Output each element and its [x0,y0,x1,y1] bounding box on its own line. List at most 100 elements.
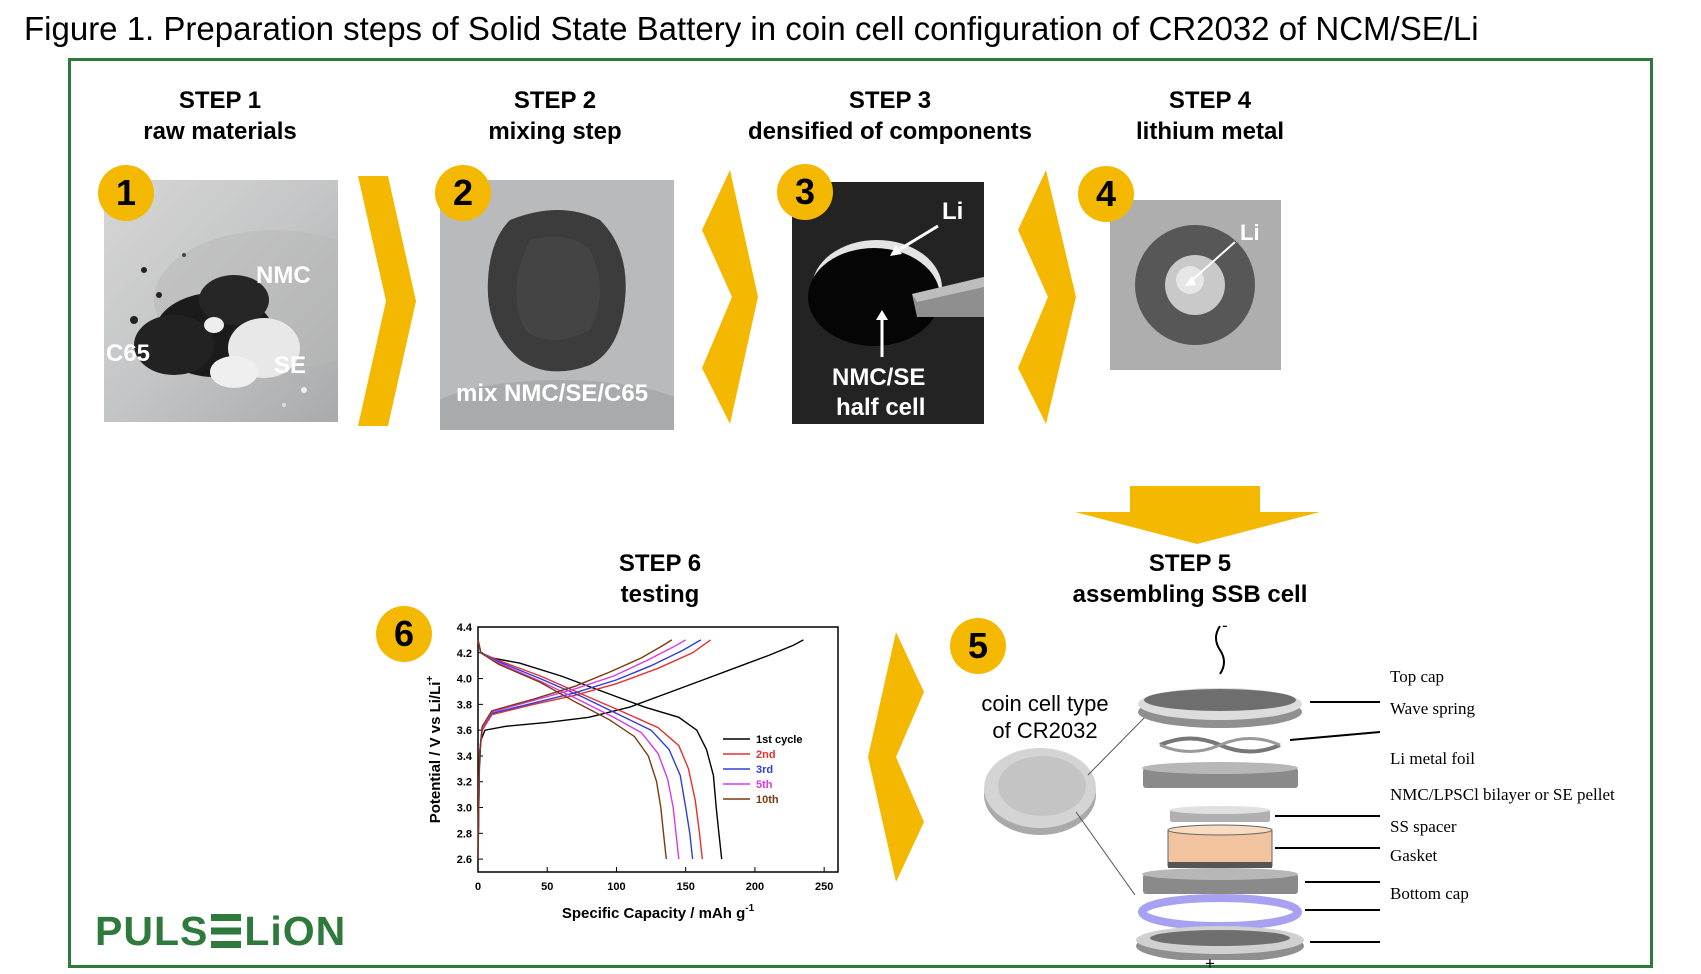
step-5-label: STEP 5 assembling SSB cell [1030,548,1350,610]
y-tick-label: 3.4 [457,751,473,763]
series-line-discharge [477,639,694,860]
series-line-charge [477,639,673,860]
half-cell-photo: Li NMC/SE half cell [792,182,984,424]
mixing-illustration [440,180,674,430]
y-tick-label: 4.2 [457,648,472,660]
y-tick-label: 3.6 [457,725,472,737]
arrow-down-icon [1075,486,1320,544]
logo-right: LiON [244,908,347,954]
step-4-badge: 4 [1078,166,1134,222]
arrow-right-icon [1018,170,1076,424]
step-3-title: STEP 3 [848,87,932,114]
step-6-title: STEP 6 [618,550,702,577]
step-4-subtitle: lithium metal [1135,118,1285,145]
y-tick-label: 2.8 [457,828,472,840]
half-cell-illustration [792,182,984,424]
raw-materials-illustration [104,180,338,422]
step-3-badge: 3 [777,164,833,220]
label-gasket: Gasket [1390,846,1438,865]
y-tick-label: 2.6 [457,854,472,866]
y-tick-label: 4.0 [457,674,472,686]
arrow-step5-to-6 [868,632,924,882]
step-2-subtitle: mixing step [488,118,622,145]
step-6-label: STEP 6 testing [560,548,760,610]
y-tick-label: 4.4 [457,622,473,634]
y-tick-label: 3.0 [457,803,472,815]
step-6-subtitle: testing [620,581,700,608]
legend-label: 2nd [756,749,776,761]
legend-label: 5th [756,779,773,791]
arrow-step4-to-5 [1075,486,1320,544]
x-axis-label: Specific Capacity / mAh g-1 [562,903,755,922]
li-arrow-line [891,224,939,256]
step-1-label: STEP 1 raw materials [120,85,320,147]
step-5-subtitle: assembling SSB cell [1072,581,1308,608]
x-tick-label: 250 [815,881,833,893]
y-tick-label: 3.8 [457,699,472,711]
step-3-label: STEP 3 densified of components [730,85,1050,147]
arrow-right-icon [702,170,758,424]
coin-label-line2: of CR2032 [992,718,1098,743]
nmc-se-label: NMC/SE [832,364,926,391]
x-tick-label: 100 [607,881,625,893]
label-ss-spacer: SS spacer [1390,817,1457,836]
step-2-label: STEP 2 mixing step [440,85,670,147]
label-bilayer: NMC/LPSCl bilayer or SE pellet [1390,785,1615,804]
coin-label-line1: coin cell type [981,691,1109,716]
step-4-label: STEP 4 lithium metal [1100,85,1320,147]
raw-materials-photo: NMC C65 SE [104,180,338,422]
legend-label: 3rd [756,764,773,776]
y-axis-label: Potential / V vs Li/Li+ [425,676,444,824]
y-tick-label: 3.2 [457,777,472,789]
x-tick-label: 50 [541,881,553,893]
arrow-step3-to-4 [1018,170,1076,424]
nmc-label: NMC [256,262,311,289]
coin-cell-illustration [984,625,1381,960]
half-cell-label: half cell [836,394,926,421]
step-3-subtitle: densified of components [747,118,1032,145]
figure-title: Figure 1. Preparation steps of Solid Sta… [24,10,1479,47]
lithium-metal-illustration [1110,200,1281,370]
arrow-right-icon [358,176,416,426]
label-bottom-cap: Bottom cap [1390,884,1469,903]
series-line-discharge [477,639,667,860]
step-2-title: STEP 2 [513,87,597,114]
lithium-metal-photo: Li [1110,200,1281,370]
step-4-title: STEP 4 [1168,87,1252,114]
label-wave-spring: Wave spring [1390,699,1476,718]
series-line-charge [477,639,702,860]
label-li-metal-foil: Li metal foil [1390,749,1475,768]
logo-e-icon [211,914,242,948]
step-5-title: STEP 5 [1148,550,1232,577]
series-line-discharge [477,639,680,860]
x-tick-label: 200 [746,881,764,893]
coin-cell-type-label: coin cell type of CR2032 [965,690,1125,744]
capacity-chart: 2.6 2.8 3.0 3.2 3.4 3.6 3.8 4.0 4.2 4.4 0 50 100 150 2… [425,622,839,922]
x-tick-label: 0 [475,881,481,893]
li-label-step4: Li [1240,220,1260,245]
mix-label: mix NMC/SE/C65 [456,380,649,407]
logo-left: PULS [95,908,209,954]
se-label: SE [274,352,307,379]
plot-frame [477,626,839,873]
x-tick-label: 150 [677,881,695,893]
legend-label: 1st cycle [756,734,802,746]
arrow-step2-to-3 [702,170,758,424]
pulselion-logo: PULS LiON [95,908,346,955]
nmc-arrow-head [876,310,888,320]
mixing-photo: mix NMC/SE/C65 [440,180,674,430]
label-top-cap: Top cap [1390,667,1445,686]
c65-label: C65 [106,340,151,367]
step-5-badge: 5 [950,618,1006,674]
step-2-badge: 2 [435,165,491,221]
arrow-left-icon [868,632,924,882]
arrow-step1-to-2 [358,176,416,426]
step-6-badge: 6 [376,606,432,662]
li-label-step3: Li [942,198,964,225]
bottom-sign: + [1205,954,1215,973]
series-line-discharge [477,639,723,860]
step-1-title: STEP 1 [178,87,262,114]
top-sign: - [1222,616,1228,635]
step-1-subtitle: raw materials [143,118,297,145]
series-line-discharge [477,639,703,860]
